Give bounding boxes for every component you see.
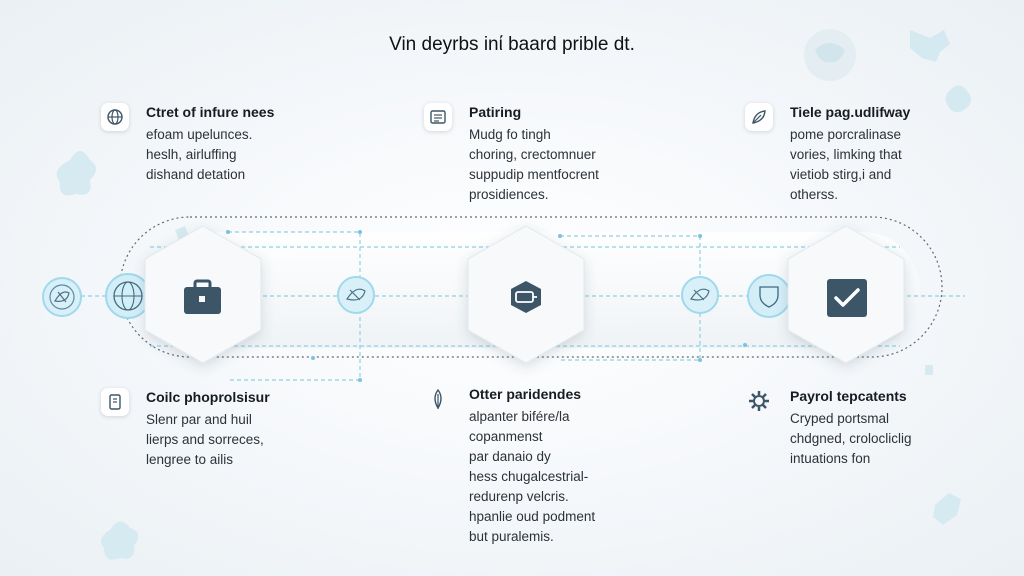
block-heading: Payrol tepcatents (790, 388, 907, 404)
gear-icon (745, 387, 773, 415)
leaf-badge-icon (690, 288, 710, 301)
connector-badge-3 (337, 276, 375, 314)
block-text: Mudg fo tingh choring, crectomnuer suppu… (469, 127, 599, 202)
block-text: Cryped portsmal chdgned, crolocliclig in… (790, 411, 912, 466)
leaf-badge-icon (54, 291, 70, 303)
block-text: efoam upeluпces. heslh, airluffing disha… (146, 127, 253, 182)
block-heading: Coilc phoprolsisur (146, 389, 270, 405)
block-text: alpanter bifére/la copanmenst par danaio… (469, 409, 596, 544)
globe-badge-icon (114, 281, 142, 311)
tag-icon (511, 281, 541, 313)
connector-badge-2 (105, 273, 151, 319)
block-heading: Otter paridendes (469, 386, 582, 402)
block-heading: Tiele pag.udlifway (790, 104, 911, 120)
checkbox-icon (827, 279, 867, 317)
connector-badge-4 (681, 276, 719, 314)
document-icon (424, 103, 452, 131)
track-outline (119, 216, 943, 358)
feather-icon (424, 385, 452, 413)
connector-badge-1 (42, 277, 82, 317)
globe-icon (101, 103, 129, 131)
briefcase-icon (184, 279, 221, 314)
block-text: pome porcralinase vories, limking that v… (790, 127, 902, 202)
block-heading: Patiring (469, 104, 522, 120)
connector-badge-5 (747, 274, 791, 318)
page-title: Vin deyrbs inί baard prible dt. (389, 34, 635, 55)
tablet-icon (101, 388, 129, 416)
shield-badge-icon (759, 286, 779, 308)
leaf-badge-icon (346, 288, 366, 301)
block-heading: Ctret of infure nees (146, 104, 275, 120)
block-text: Slenr par and huil lierps and sorreces, … (146, 412, 264, 467)
leaf-icon (745, 103, 773, 131)
